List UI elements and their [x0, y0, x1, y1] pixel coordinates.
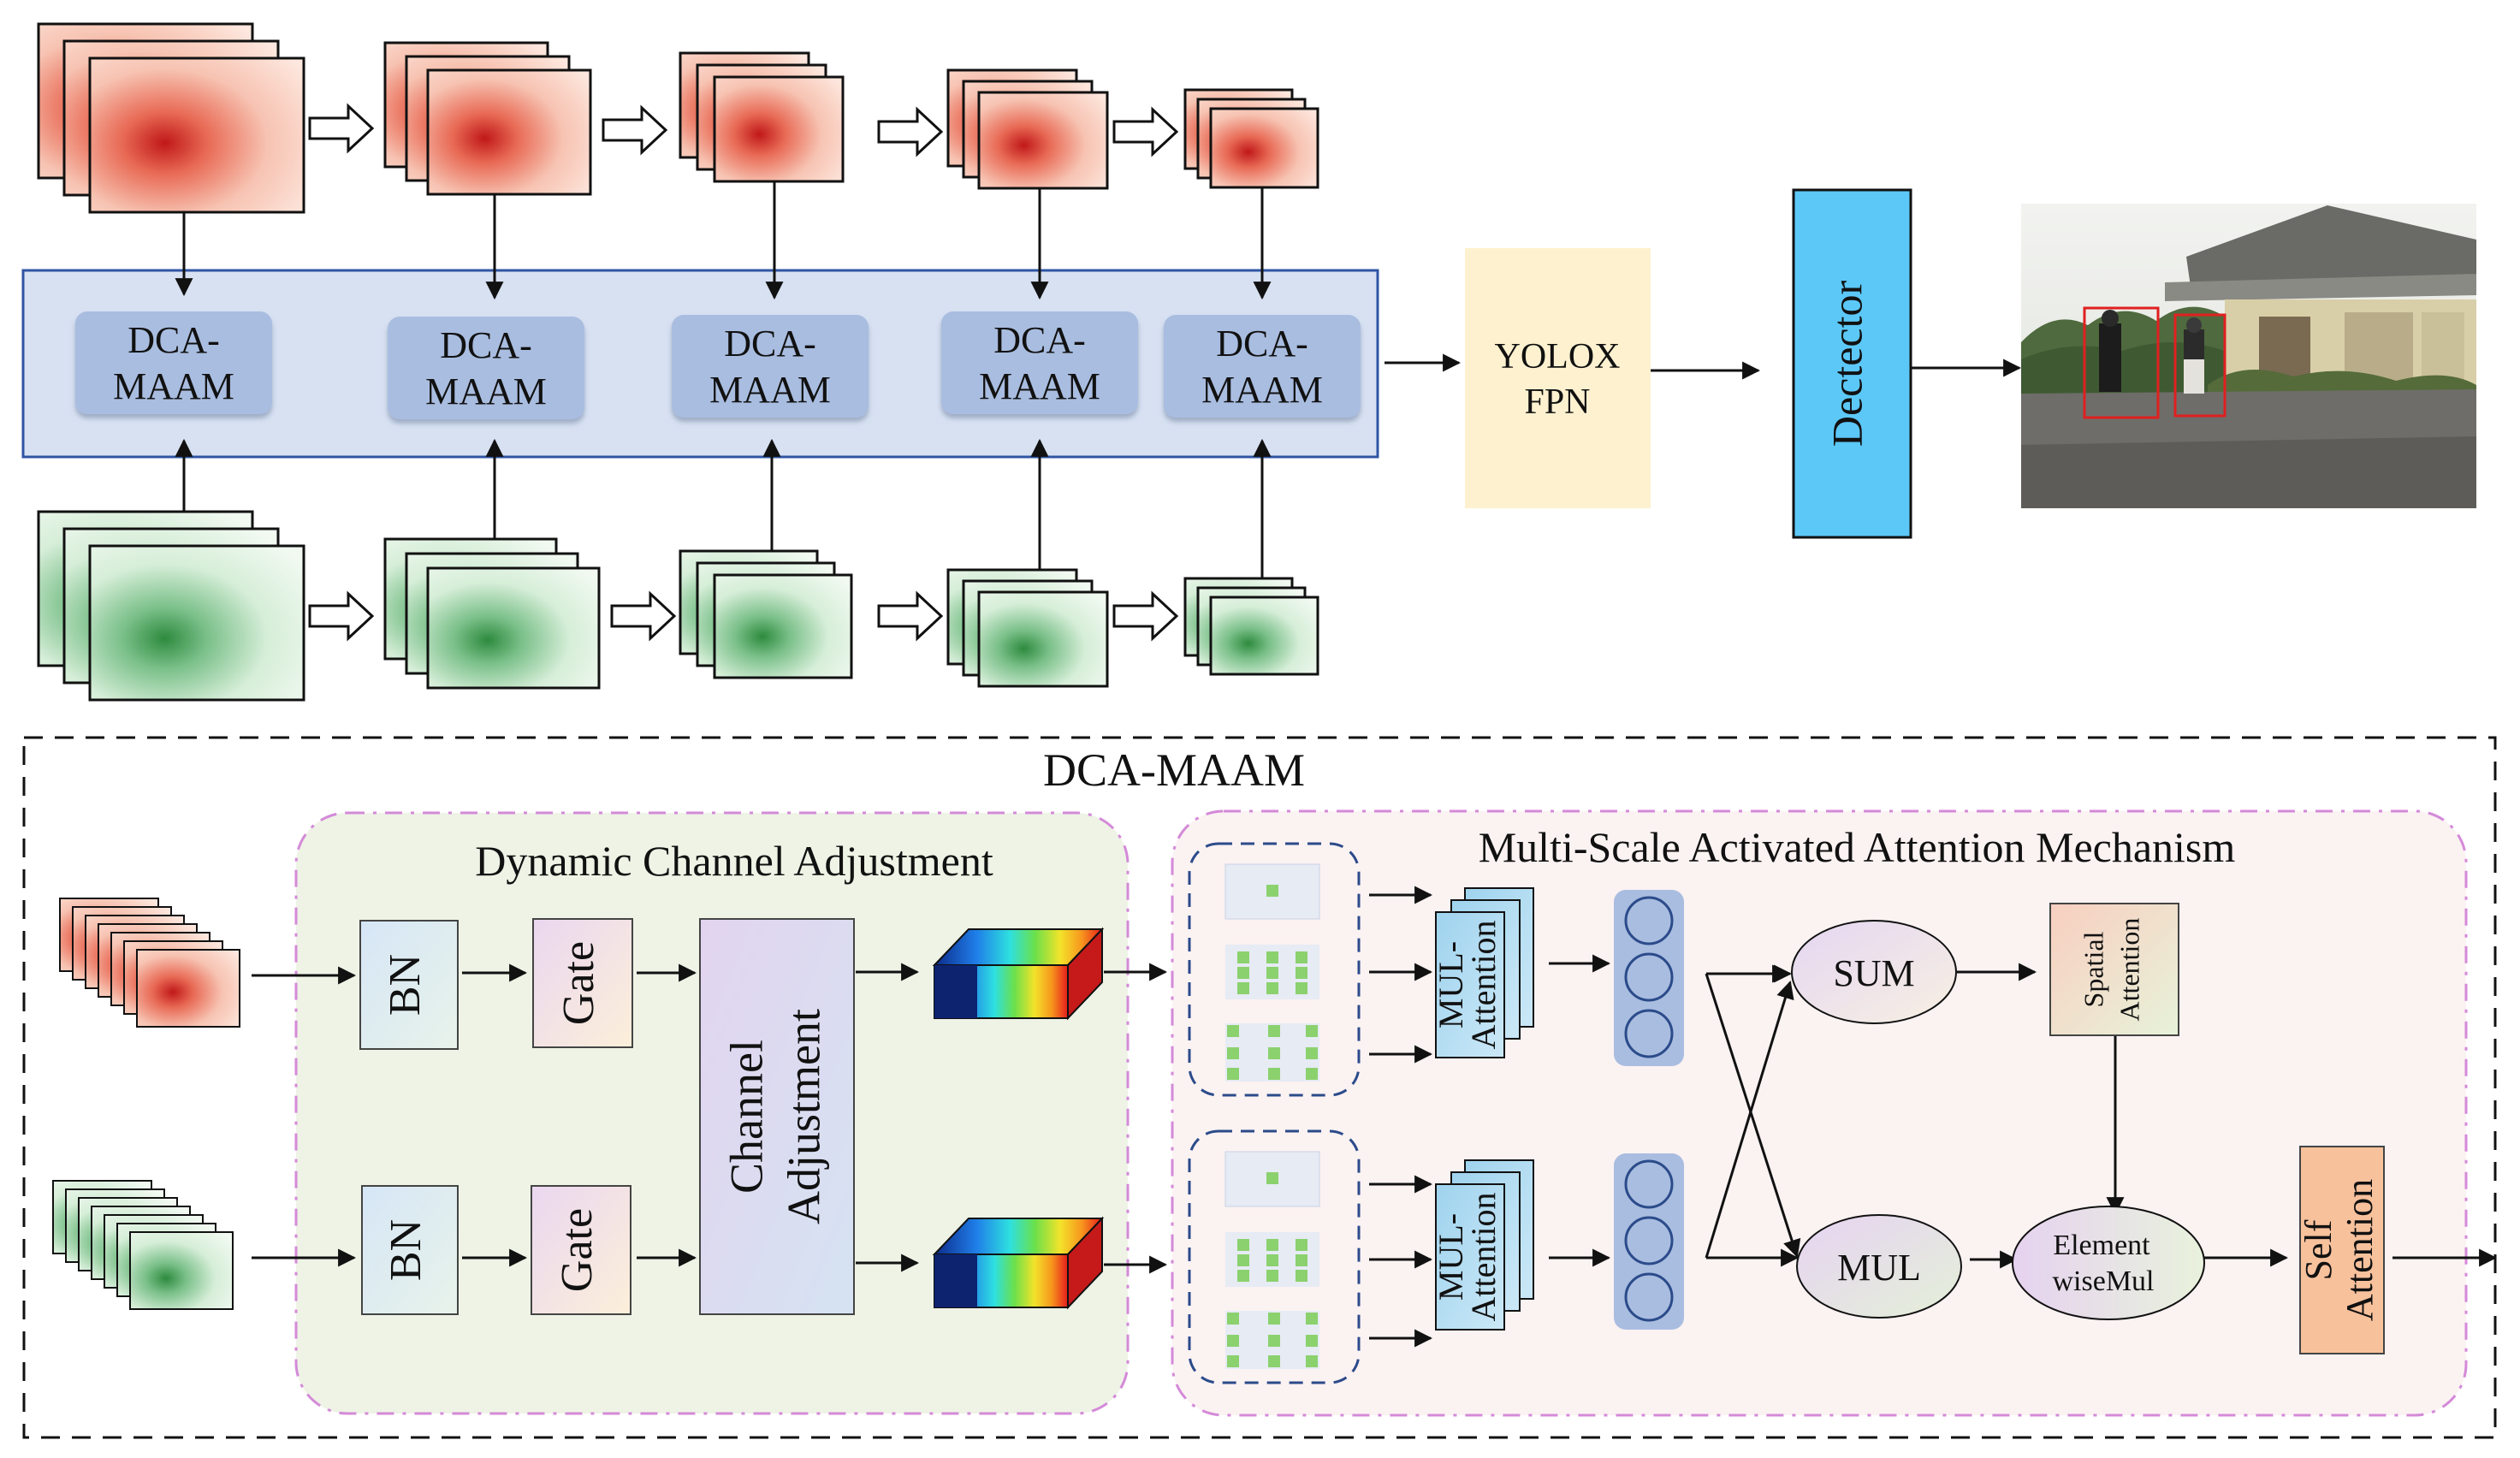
small-red-input-stack	[59, 898, 240, 1028]
yolox-fpn-box[interactable]: YOLOX FPN	[1465, 248, 1651, 508]
svg-text:MUL-: MUL-	[1432, 1213, 1470, 1301]
feature-cube-top	[932, 927, 1105, 1021]
svg-text:DCA-: DCA-	[724, 323, 816, 364]
red-stack-3	[679, 51, 845, 183]
svg-text:MAAM: MAAM	[979, 365, 1100, 407]
kernel-group-bottom	[1188, 1129, 1361, 1384]
green-stack-5	[1183, 577, 1319, 676]
pooling-circles-top	[1614, 890, 1684, 1066]
element-wise-mul-node[interactable]: Element wiseMul	[2012, 1206, 2205, 1320]
svg-text:FPN: FPN	[1524, 382, 1590, 422]
svg-text:Attention: Attention	[1464, 1192, 1503, 1321]
svg-text:Attention: Attention	[1464, 920, 1503, 1049]
bottom-block-arrows	[308, 590, 1179, 642]
svg-text:BN: BN	[381, 954, 430, 1016]
feature-cube-bottom	[932, 1216, 1105, 1310]
detection-output-image	[2021, 204, 2476, 508]
svg-text:Dectector: Dectector	[1823, 280, 1871, 447]
msaam-arrows	[1369, 886, 2498, 1348]
small-green-input-stack	[52, 1180, 234, 1310]
svg-text:DCA-: DCA-	[440, 324, 532, 366]
top-block-arrows	[308, 103, 1179, 157]
dca-maam-detail-frame	[22, 736, 2497, 1439]
channel-adjustment-box[interactable]: Channel Adjustment	[699, 918, 855, 1315]
green-feature-stacks	[37, 510, 1319, 702]
svg-text:Channel: Channel	[720, 1040, 772, 1194]
svg-text:Adjustment: Adjustment	[778, 1009, 829, 1224]
detector-box[interactable]: Dectector	[1792, 188, 1912, 539]
dca-region-title: Dynamic Channel Adjustment	[475, 837, 993, 885]
dca-maam-module-2[interactable]: DCA- MAAM	[388, 317, 584, 419]
bottom-up-arrows	[175, 438, 1272, 578]
msaam-region	[1171, 809, 2468, 1417]
red-feature-stacks	[37, 22, 1319, 214]
svg-text:MUL: MUL	[1837, 1247, 1921, 1289]
svg-text:SUM: SUM	[1833, 952, 1914, 994]
svg-text:DCA-: DCA-	[127, 319, 220, 361]
green-stack-1	[37, 510, 305, 702]
svg-text:MAAM: MAAM	[1201, 369, 1323, 411]
svg-text:Attention: Attention	[2339, 1179, 2381, 1321]
detail-title: DCA-MAAM	[1043, 744, 1305, 796]
mul-attention-bottom[interactable]: MUL- Attention	[1432, 1159, 1534, 1331]
gate-box-bottom[interactable]: Gate	[531, 1185, 631, 1315]
dca-maam-module-3[interactable]: DCA- MAAM	[672, 315, 869, 418]
svg-text:MAAM: MAAM	[113, 365, 234, 407]
green-stack-3	[679, 549, 853, 679]
dca-maam-module-4[interactable]: DCA- MAAM	[941, 311, 1138, 414]
green-stack-4	[946, 568, 1109, 688]
svg-text:Gate: Gate	[554, 941, 603, 1025]
red-stack-5	[1183, 88, 1319, 189]
svg-text:DCA-: DCA-	[1216, 323, 1308, 364]
red-stack-4	[946, 68, 1109, 190]
svg-text:wiseMul: wiseMul	[2053, 1265, 2155, 1297]
kernel-group-top	[1188, 842, 1361, 1097]
svg-text:BN: BN	[382, 1219, 430, 1281]
svg-text:YOLOX: YOLOX	[1495, 337, 1621, 376]
pooling-circles-bottom	[1614, 1153, 1684, 1330]
dca-maam-module-5[interactable]: DCA- MAAM	[1164, 315, 1361, 418]
sum-node[interactable]: SUM	[1791, 920, 1957, 1024]
mul-attention-top[interactable]: MUL- Attention	[1432, 887, 1534, 1058]
spatial-attention-box[interactable]: Spatial Attention	[2049, 903, 2179, 1036]
self-attention-box[interactable]: Self Attention	[2298, 1146, 2385, 1354]
bn-box-bottom[interactable]: BN	[361, 1185, 459, 1315]
dca-maam-module-1[interactable]: DCA- MAAM	[75, 311, 272, 414]
svg-text:Element: Element	[2053, 1230, 2150, 1261]
red-stack-2	[383, 41, 592, 196]
gate-box-top[interactable]: Gate	[532, 918, 633, 1048]
dca-flow-arrows	[252, 963, 1168, 1274]
msaam-region-title: Multi-Scale Activated Attention Mechanis…	[1479, 823, 2236, 871]
top-down-arrows	[175, 181, 1272, 300]
svg-text:DCA-: DCA-	[993, 319, 1086, 361]
svg-text:Attention: Attention	[2114, 918, 2144, 1022]
svg-text:MAAM: MAAM	[709, 369, 831, 411]
red-stack-1	[37, 22, 305, 214]
cross-connections	[1705, 964, 1801, 1267]
mul-node[interactable]: MUL	[1796, 1214, 1962, 1319]
green-stack-2	[383, 537, 601, 690]
dca-maam-modules: DCA- MAAM DCA- MAAM DCA- MAAM DCA- MAAM …	[75, 311, 1361, 419]
bn-box-top[interactable]: BN	[359, 920, 459, 1050]
svg-text:Self: Self	[2298, 1219, 2339, 1280]
svg-text:MAAM: MAAM	[425, 370, 547, 412]
svg-text:MUL-: MUL-	[1432, 941, 1470, 1028]
svg-text:Gate: Gate	[553, 1208, 602, 1292]
svg-text:Spatial: Spatial	[2078, 931, 2108, 1007]
